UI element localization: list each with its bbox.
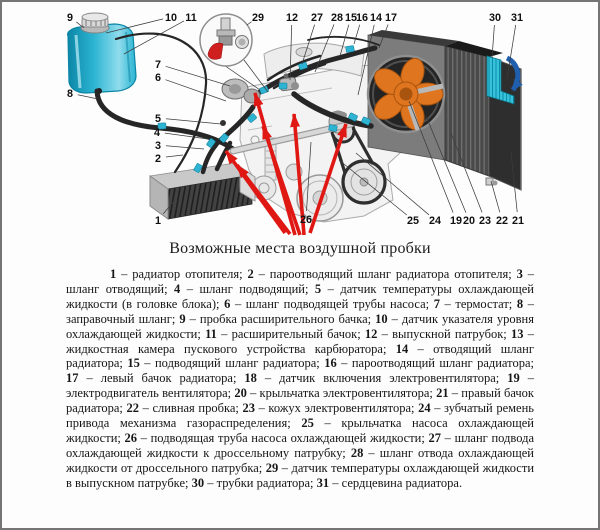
callout-15: 15 (345, 12, 357, 24)
callout-27: 27 (311, 12, 323, 24)
callout-21: 21 (512, 215, 524, 227)
air-lock-arrows (224, 92, 348, 236)
callout-16: 16 (356, 12, 368, 24)
air-lock-arrow (308, 123, 348, 234)
callout-11: 11 (185, 12, 196, 24)
callout-31: 31 (511, 12, 523, 24)
callout-5: 5 (155, 113, 161, 125)
radiator-steam-hose (307, 35, 380, 46)
air-lock-arrow (261, 125, 302, 236)
tank-cap (80, 12, 110, 34)
callout-7: 7 (155, 59, 161, 71)
callout-2: 2 (155, 153, 161, 165)
heater-radiator (148, 162, 256, 220)
callout-23: 23 (479, 215, 491, 227)
heater-inlet-hose (214, 140, 233, 172)
callout-10: 10 (165, 12, 177, 24)
callout-leader-lines (76, 18, 518, 216)
callout-9: 9 (67, 12, 73, 24)
hose-clamps (157, 45, 371, 173)
callout-6: 6 (155, 72, 161, 84)
radiator-core (444, 45, 490, 177)
callout-1: 1 (155, 215, 161, 227)
air-lock-arrow (290, 113, 306, 236)
thermostat (221, 78, 261, 104)
callout-22: 22 (496, 215, 508, 227)
callout-25: 25 (407, 215, 419, 227)
sensor-inset-magnifier (199, 13, 269, 93)
lower-radiator-hose (291, 91, 374, 129)
diagram-caption: Возможные места воздушной пробки (169, 240, 431, 257)
radiator-and-fan (366, 30, 523, 191)
callout-14: 14 (370, 12, 382, 24)
callout-26: 26 (300, 214, 312, 226)
callout-30: 30 (489, 12, 501, 24)
callout-29: 29 (252, 12, 264, 24)
radiator-tubes-cutaway (486, 55, 515, 105)
flow-direction-arrow (505, 55, 523, 92)
expansion-tank (67, 12, 137, 94)
head-temp-sensor (220, 120, 226, 126)
callout-8: 8 (67, 88, 73, 100)
legend-text: 1 – радиатор отопителя; 2 – пароотводящи… (66, 267, 535, 490)
callout-4: 4 (154, 127, 160, 139)
air-lock-arrow (235, 163, 292, 236)
callout-19: 19 (450, 215, 462, 227)
throttle-return-hose (272, 62, 327, 90)
callout-12: 12 (286, 12, 298, 24)
red-pipe-section (207, 42, 224, 60)
callout-3: 3 (155, 140, 161, 152)
callout-24: 24 (429, 215, 441, 227)
valve-cover (263, 42, 365, 79)
callout-17: 17 (385, 12, 397, 24)
callout-28: 28 (331, 12, 343, 24)
cooling-system-diagram: 9101129122728151614173031768543212625241… (67, 12, 524, 236)
throttle-supply-hose (266, 54, 322, 82)
oil-cap (295, 47, 313, 57)
callout-20: 20 (463, 215, 475, 227)
